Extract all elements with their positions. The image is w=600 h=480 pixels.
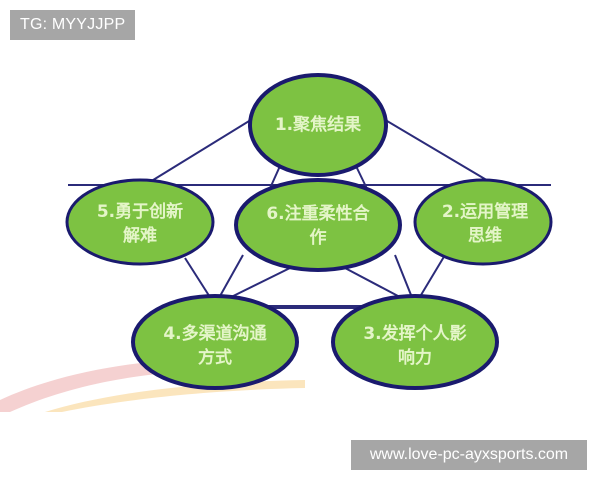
node-4-label: 4.多渠道沟通 方式 [163,322,266,370]
node-6-label: 6.注重柔性合 作 [266,202,369,250]
url-watermark-badge: www.love-pc-ayxsports.com [351,440,587,470]
node-1-ellipse [248,73,388,177]
node-3-ellipse [331,294,499,390]
node-6-line1: 6.注重柔性合 [266,204,370,224]
node-5-line2: 解难 [122,226,157,246]
node-3-line2: 响力 [397,348,432,368]
node-1-label: 1.聚焦结果 [275,113,361,137]
node-5-ellipse [65,178,215,266]
node-1-line1: 1.聚焦结果 [274,115,362,135]
node-3-line1: 3.发挥个人影 [363,324,467,344]
node-5-line1: 5.勇于创新 [96,202,184,222]
tg-watermark-badge: TG: MYYJJPP [10,10,136,40]
node-2-label: 2.运用管理 思维 [442,200,528,248]
node-2-line1: 2.运用管理 [441,202,529,222]
node-2-ellipse [413,178,553,266]
node-6-ellipse [234,178,402,272]
node-5-label: 5.勇于创新 解难 [97,200,183,248]
node-4-line1: 4.多渠道沟通 [163,324,267,344]
node-4-line2: 方式 [197,348,232,368]
node-3-label: 3.发挥个人影 响力 [363,322,466,370]
node-6-line2: 作 [309,228,327,248]
node-4-ellipse [131,294,299,390]
node-2-line2: 思维 [467,226,502,246]
